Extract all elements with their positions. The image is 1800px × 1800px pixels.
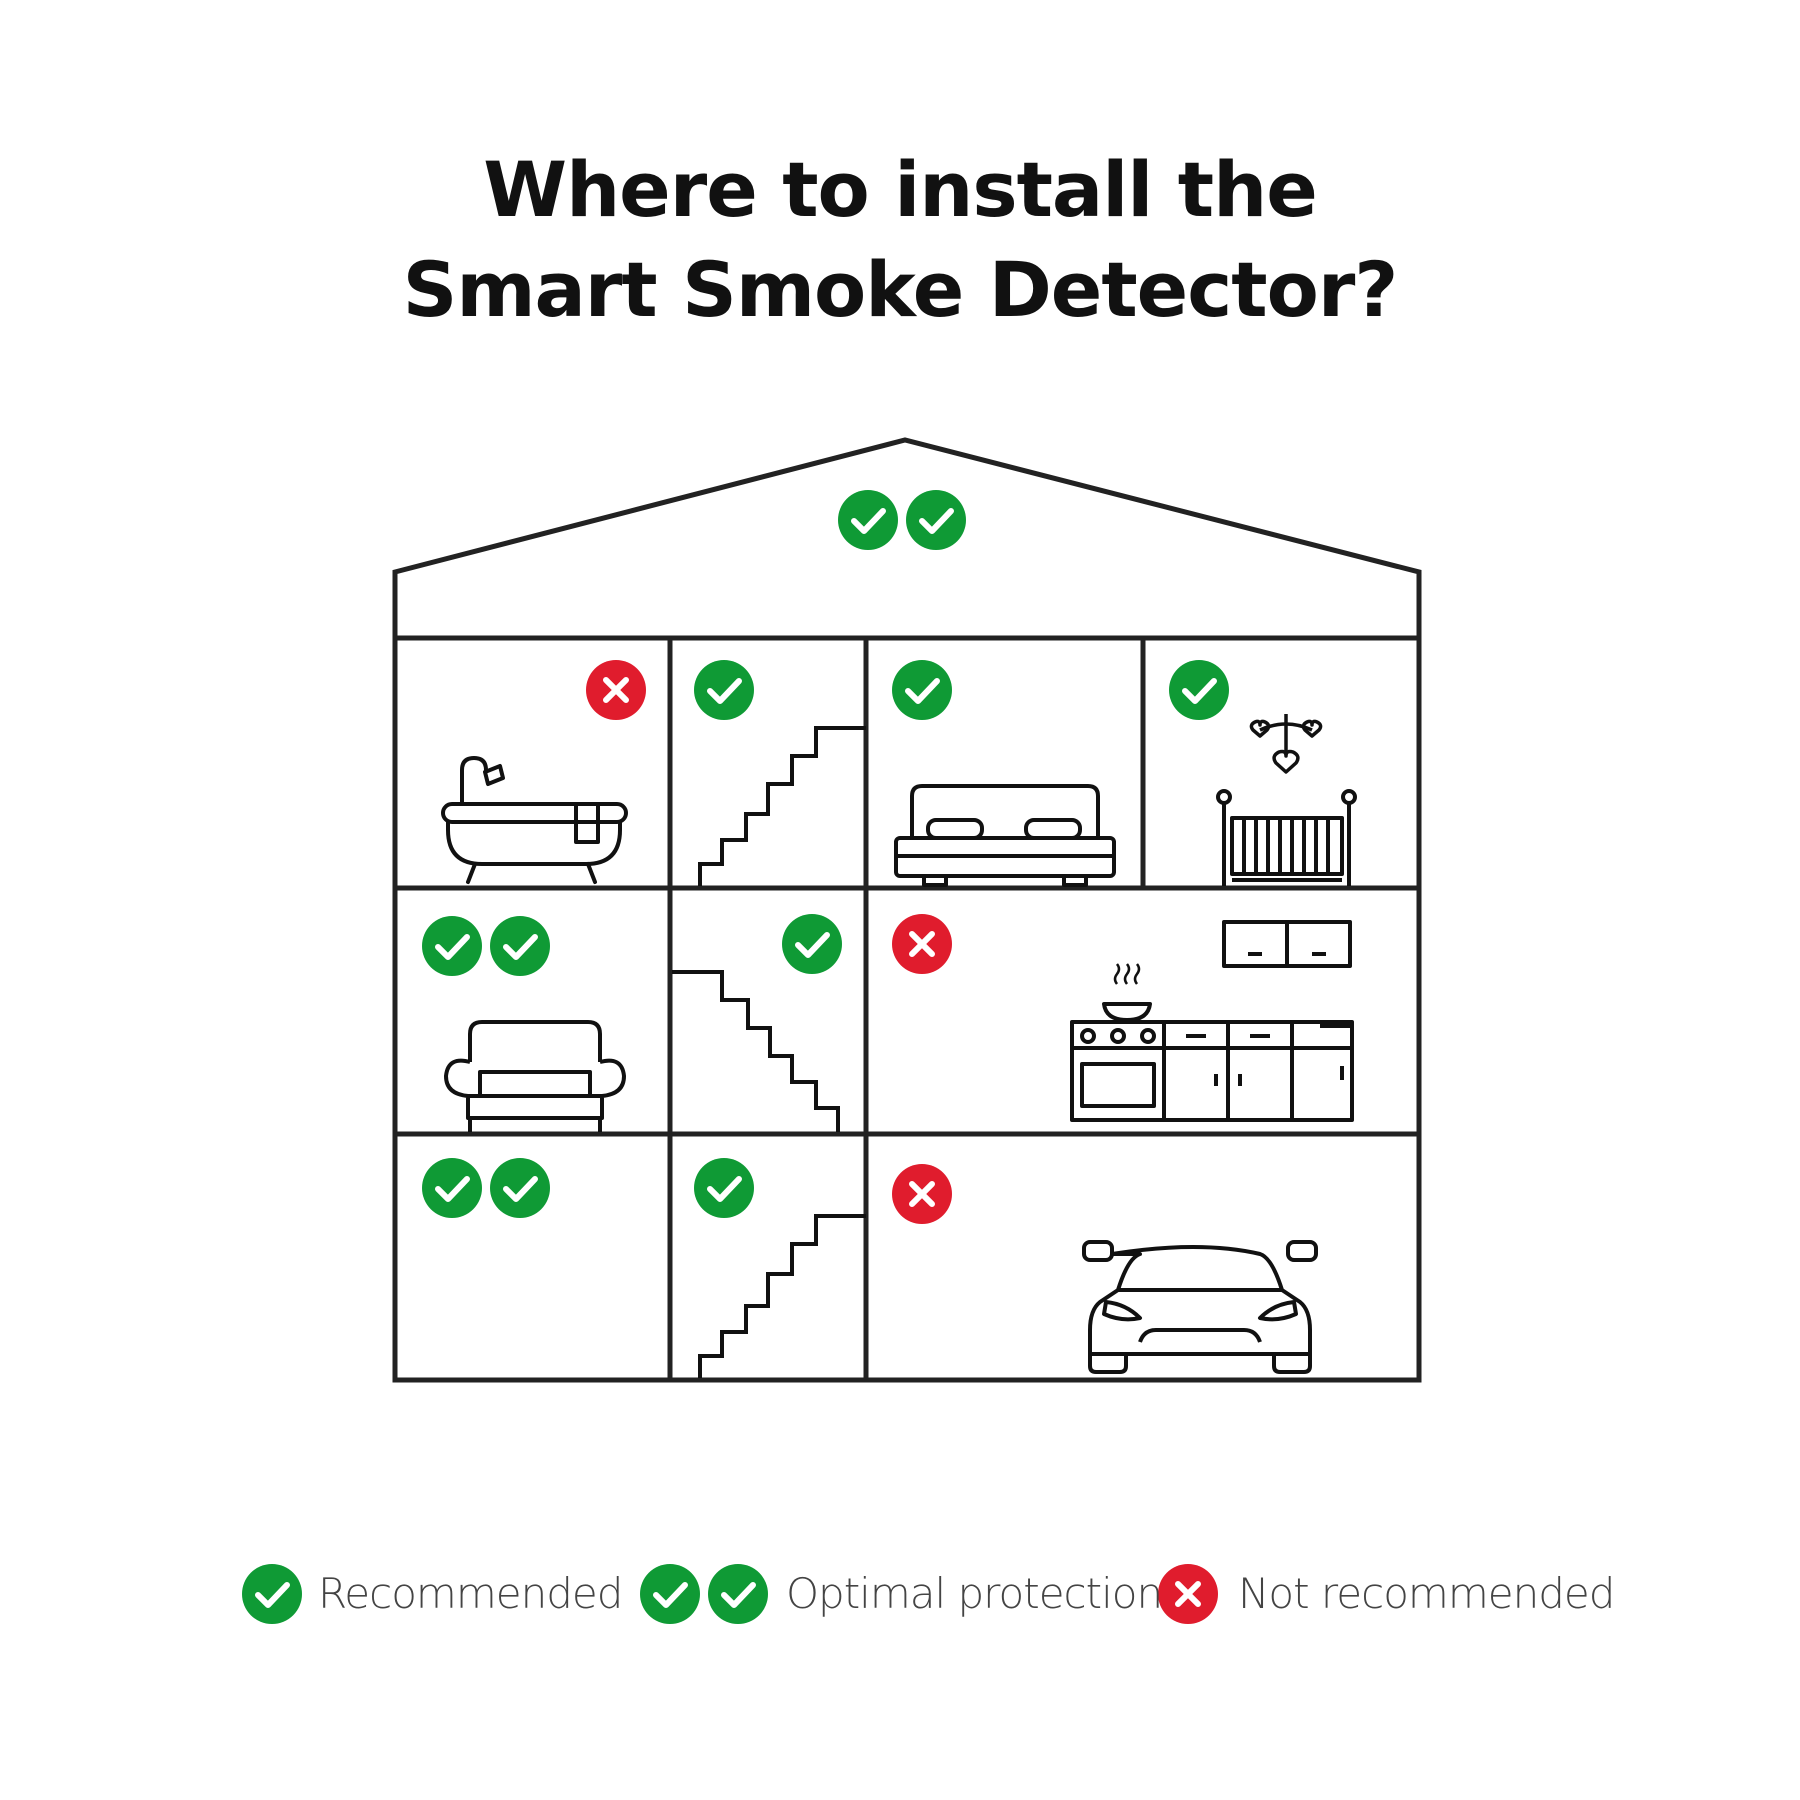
staircase-icon — [672, 970, 840, 1132]
staircase-icon — [698, 726, 866, 886]
legend-recommended-label: Recommended — [318, 1569, 623, 1618]
check-icon — [838, 490, 898, 550]
room-lower-stairs — [694, 1158, 866, 1378]
bathtub-icon — [441, 756, 628, 884]
baby-mobile-icon — [1249, 714, 1323, 774]
room-attic — [838, 490, 966, 550]
check-icon — [892, 660, 952, 720]
title-line-2: Smart Smoke Detector? — [402, 245, 1399, 334]
check-icon — [694, 1158, 754, 1218]
bed-icon — [894, 784, 1116, 887]
check-icon — [490, 1158, 550, 1218]
check-icon — [422, 1158, 482, 1218]
room-upper-stairs — [694, 660, 866, 886]
check-icon — [1169, 660, 1229, 720]
kitchen-icon — [1070, 920, 1354, 1122]
room-basement — [422, 1158, 550, 1218]
check-icon — [640, 1564, 700, 1624]
title-line-1: Where to install the — [483, 145, 1318, 234]
legend-not-recommended-label: Not recommended — [1238, 1569, 1615, 1618]
check-icon — [782, 914, 842, 974]
room-nursery — [1169, 660, 1357, 886]
sofa-icon — [444, 1020, 626, 1132]
house-outline — [392, 437, 1422, 1383]
cross-icon — [892, 1164, 952, 1224]
check-icon — [694, 660, 754, 720]
cross-icon — [892, 914, 952, 974]
cross-icon — [1158, 1564, 1218, 1624]
page-title: Where to install the Smart Smoke Detecto… — [0, 140, 1800, 340]
room-garage — [892, 1164, 1318, 1374]
room-kitchen — [892, 914, 1354, 1122]
room-living-room — [422, 916, 626, 1132]
car-icon — [1082, 1240, 1318, 1374]
cross-icon — [586, 660, 646, 720]
legend-optimal-label: Optimal protection — [786, 1569, 1163, 1618]
room-bedroom — [892, 660, 1116, 887]
check-icon — [490, 916, 550, 976]
check-icon — [242, 1564, 302, 1624]
check-icon — [708, 1564, 768, 1624]
room-bathroom — [441, 660, 646, 884]
crib-icon — [1216, 789, 1357, 886]
room-middle-stairs — [672, 914, 842, 1132]
check-icon — [906, 490, 966, 550]
check-icon — [422, 916, 482, 976]
staircase-icon — [698, 1214, 866, 1378]
